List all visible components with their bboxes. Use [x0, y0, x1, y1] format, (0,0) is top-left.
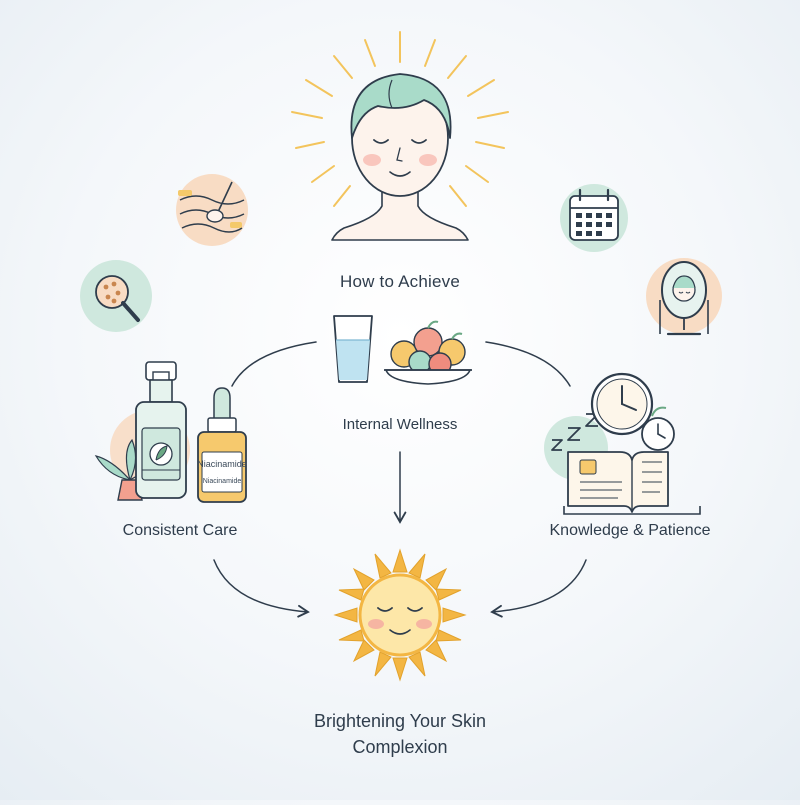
calendar-icon: [560, 184, 628, 252]
arrow-knowledge-to-result: [490, 559, 587, 618]
knowledge-patience-label: Knowledge & Patience: [549, 522, 711, 539]
serum-bottle-icon: Niacinamide Niacinamide: [197, 387, 247, 503]
arrow-care-to-result: [213, 559, 310, 618]
water-glass-icon: [333, 315, 373, 383]
clock-icon: [590, 372, 675, 451]
internal-wellness-label: Internal Wellness: [342, 416, 458, 433]
consistent-care-label: Consistent Care: [122, 522, 238, 539]
fruit-bowl-icon: [384, 320, 472, 385]
top-label: How to Achieve: [340, 272, 460, 291]
serum-label-1: Niacinamide: [197, 459, 247, 469]
result-line-2: Complexion: [352, 737, 448, 757]
sun-face-icon: [333, 548, 467, 682]
serum-label-2: Niacinamide: [203, 478, 242, 485]
spray-bottle-icon: [135, 361, 187, 499]
magnifier-icon: [80, 260, 152, 332]
result-line-1: Brightening Your Skin: [313, 711, 487, 731]
flow-arrows: [213, 341, 587, 618]
open-book-icon: [563, 451, 701, 515]
skin-layer-icon: [176, 174, 248, 246]
arc-top-right: [485, 341, 571, 387]
arc-top-left: [231, 341, 317, 387]
face-glow-icon: [291, 31, 509, 241]
result-label: Brightening Your Skin Complexion: [230, 708, 570, 760]
mirror-icon: [646, 258, 722, 336]
